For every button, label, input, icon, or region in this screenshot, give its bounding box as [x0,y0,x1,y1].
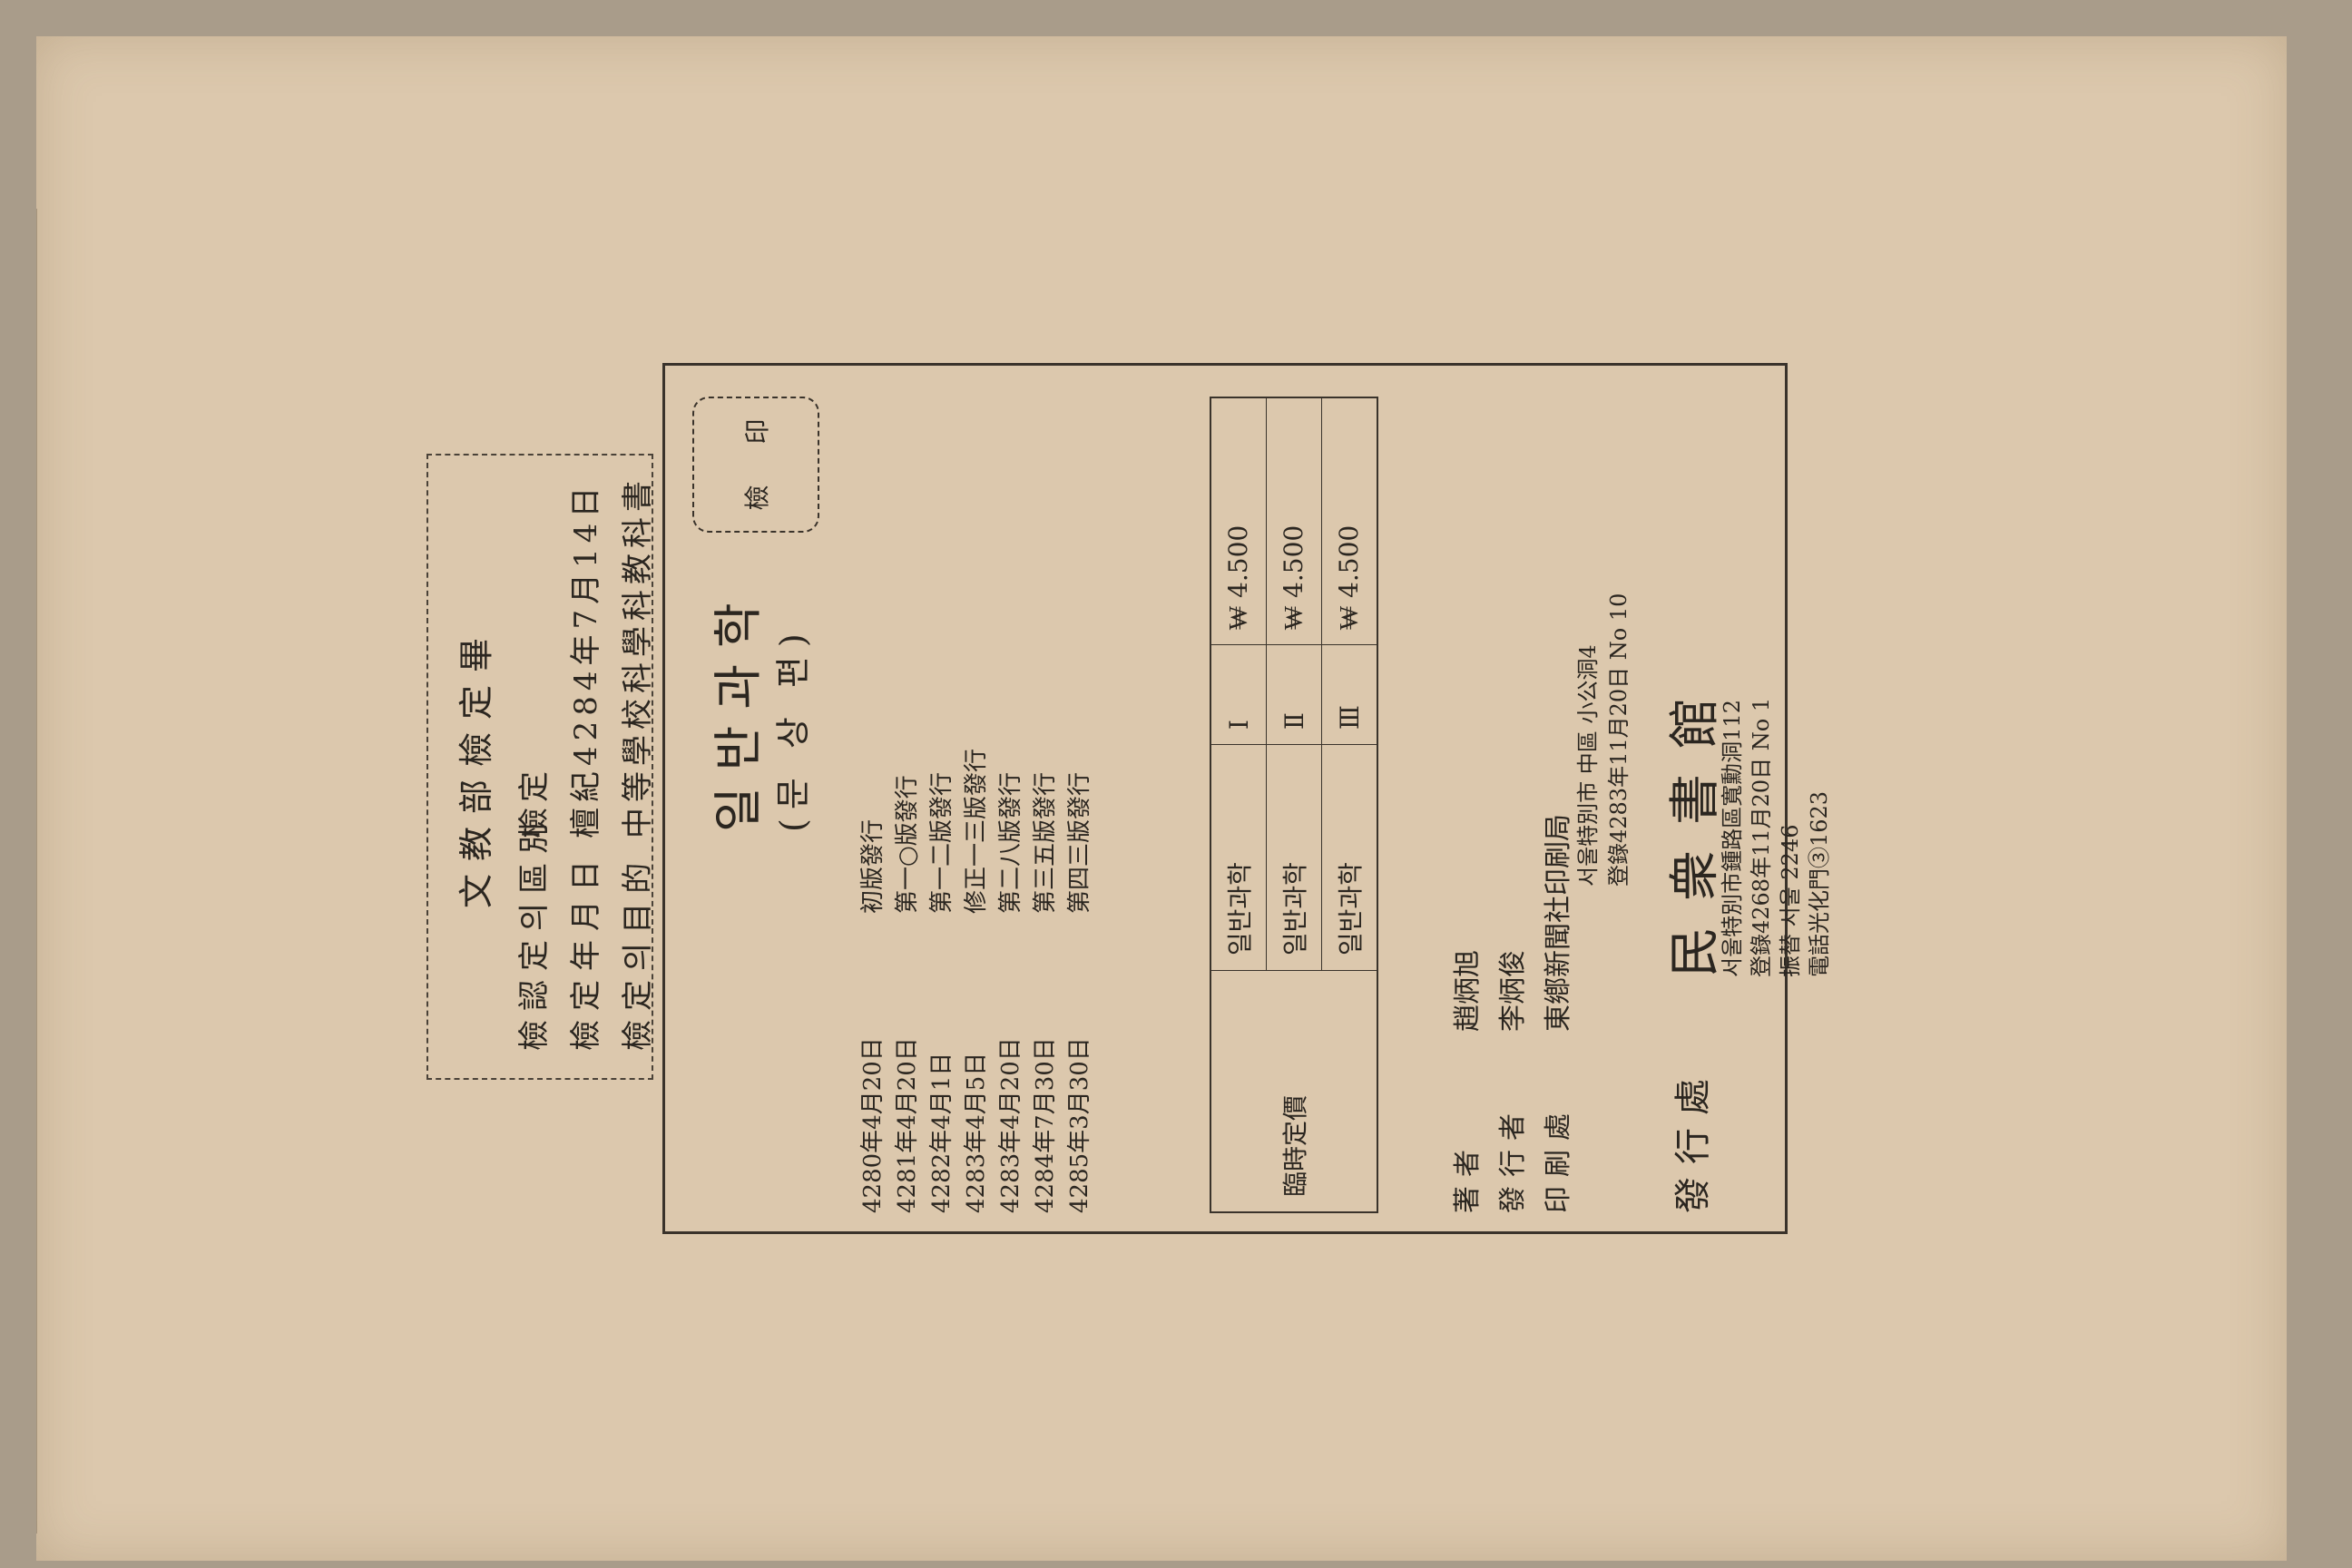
approval-label: 檢定年月日 [568,851,604,1051]
price-volume: Ⅲ [1321,644,1377,745]
history-edition: 第四三版發行 [1066,771,1093,914]
book-title: 일반과학 [710,586,767,832]
publisher-contact: 서울特別市鍾路區寬勳洞112 登錄4268年11月20日 No 1 振替 서울 … [1718,698,1834,977]
history-edition: 修正一三版發行 [963,748,990,914]
approval-header: 文教部檢定畢 [456,625,496,909]
publisher-address: 서울特別市鍾路區寬勳洞112 [1720,700,1745,977]
approval-label: 檢定의目的 [620,853,656,1051]
publisher-phone: 電話光化門③1623 [1807,790,1832,977]
printer-address-line: 登錄4283年11月20日 No 10 [1606,593,1632,887]
history-edition: 第一二版發行 [928,771,956,914]
history-row: 4281年4月20日 第一○版發行 [890,749,925,1213]
history-date: 4283年4月5日 [963,1052,990,1213]
history-date: 4284年7月30日 [1032,1037,1059,1213]
book-subtitle: (문 상 편) [773,624,813,832]
publisher-registration: 登錄4268年11月20日 No 1 [1749,697,1774,977]
price-row: 臨時定價 일반과학 Ⅰ ₩ 4.500 [1210,397,1377,1212]
history-edition: 第三五版發行 [1032,771,1059,914]
publication-history: 4280年4月20日 初版發行 4281年4月20日 第一○版發行 4282年4月1… [856,749,1097,1213]
history-row: 4284年7月30日 第三五版發行 [1028,749,1063,1213]
price-book: 일반과학 [1210,744,1267,971]
credit-row: 發行者李炳俊 [1491,814,1536,1213]
fold-line [36,209,37,1534]
price-value: ₩ 4.500 [1210,397,1267,645]
history-row: 4283年4月5日 修正一三版發行 [959,749,994,1213]
approval-value: 檀紀4284年7月14日 [568,481,604,838]
price-label: 臨時定價 [1210,970,1377,1212]
credit-name: 李炳俊 [1497,950,1529,1032]
printer-address: 서울特別市 中區 小公洞4 登錄4283年11月20日 No 10 [1573,593,1634,887]
paper-sheet [36,36,2287,1561]
stamp-char: 印 [742,418,772,445]
approval-box: 文教部檢定畢 檢認定의區別 檢定 檢定年月日 檀紀4284年7月14日 檢定의目… [426,454,656,1080]
credit-role: 印刷處 [1543,1104,1574,1213]
approval-row: 檢認定의區別 檢定 [509,483,554,1051]
history-row: 4282年4月1日 第一二版發行 [925,749,959,1213]
price-volume: Ⅱ [1266,644,1322,745]
price-book: 일반과학 [1266,744,1322,971]
seal-stamp-box: 檢 印 [692,397,819,533]
price-value: ₩ 4.500 [1266,397,1322,645]
history-date: 4285年3月30日 [1066,1037,1093,1213]
credit-name: 趙炳旭 [1452,950,1484,1032]
approval-row: 檢定의目的 中等學校科學科教科書 [612,475,657,1051]
publisher-name: 民衆書館 [1666,672,1725,977]
price-book: 일반과학 [1321,744,1377,971]
credit-role: 發行者 [1497,1104,1529,1213]
history-date: 4281年4月20日 [894,1037,921,1213]
price-value: ₩ 4.500 [1321,397,1377,645]
history-date: 4280年4月20日 [859,1037,887,1213]
approval-row: 檢定年月日 檀紀4284年7月14日 [561,481,605,1051]
colophon: 文教部檢定畢 檢認定의區別 檢定 檢定年月日 檀紀4284年7月14日 檢定의目… [426,327,1878,1234]
publisher-label: 發行處 [1672,1066,1714,1213]
history-row: 4285年3月30日 第四三版發行 [1063,749,1097,1213]
history-date: 4282年4月1日 [928,1052,956,1213]
history-edition: 第一○版發行 [894,775,921,914]
history-edition: 第二八版發行 [997,771,1024,914]
approval-label: 檢認定의區別 [516,813,553,1051]
history-row: 4283年4月20日 第二八版發行 [994,749,1028,1213]
history-edition: 初版發行 [859,818,887,914]
history-date: 4283年4月20日 [997,1037,1024,1213]
publisher-account: 振替 서울 2246 [1778,824,1803,978]
stamp-char: 檢 [742,485,772,511]
colophon-frame: 일반과학 (문 상 편) 檢 印 4280年4月20日 初版發行 4281年4月2… [662,363,1832,1234]
approval-value: 中等學校科學科教科書 [620,475,656,838]
credits-block: 著者趙炳旭 發行者李炳俊 印刷處東鄕新聞社印刷局 [1446,814,1582,1213]
credit-role: 著者 [1452,1141,1484,1213]
printer-address-line: 서울特別市 中區 小公洞4 [1575,644,1601,887]
price-volume: Ⅰ [1210,644,1267,745]
credit-row: 著者趙炳旭 [1446,814,1491,1213]
history-row: 4280年4月20日 初版發行 [856,749,890,1213]
price-table: 臨時定價 일반과학 Ⅰ ₩ 4.500 일반과학 Ⅱ ₩ 4.500 일반과학 … [1210,397,1378,1213]
approval-value: 檢定 [516,766,553,838]
